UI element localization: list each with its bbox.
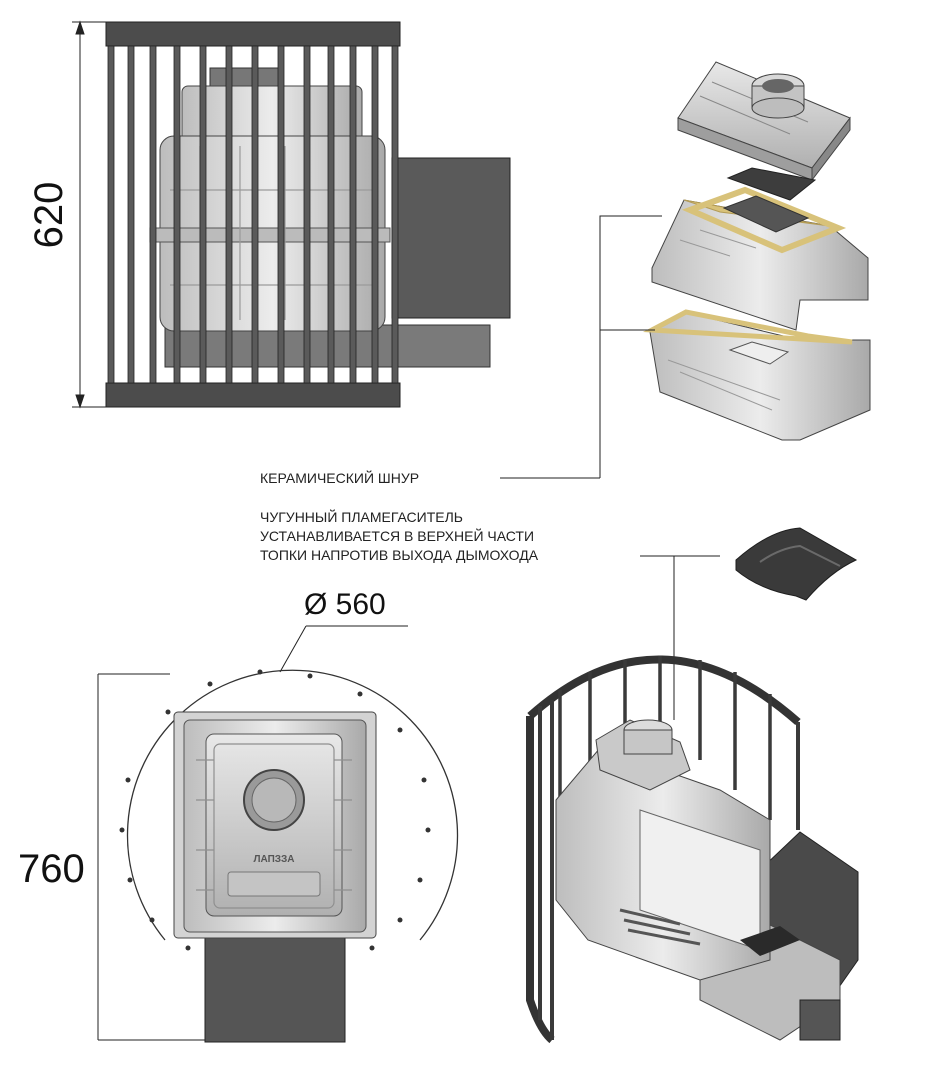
label-flame-damper-line1: ЧУГУННЫЙ ПЛАМЕГАСИТЕЛЬ [260,508,463,525]
grill-rivets [119,669,431,951]
dimension-620-label: 620 [27,182,71,249]
dimension-760 [97,673,205,1041]
tunnel-front-view [204,929,346,1043]
stove-body-perspective [555,719,800,981]
grill-frame-top [105,21,401,47]
round-grill-outline [126,669,459,941]
dimension-620 [72,20,108,409]
grate-bars [619,908,701,946]
dimension-760-label: 760 [18,847,85,891]
ceramic-cord-leader [500,215,662,479]
stove-upper-body [651,186,869,331]
label-flame-damper-line2: УСТАНАВЛИВАЕТСЯ В ВЕРХНЕЙ ЧАСТИ [260,527,534,544]
perspective-view [526,655,859,1044]
top-view: 620 [27,20,511,409]
damper-plate-small [726,167,817,201]
exploded-view [500,61,871,479]
tunnel-bottom-plate [164,324,491,368]
stove-front-face: ЛАПЗЗА [173,711,377,939]
round-grill-front-arc [526,716,555,1044]
grill-bars-front [538,700,800,1040]
ceramic-cord-lower [642,309,853,345]
label-flame-damper-line3: ТОПКИ НАПРОТИВ ВЫХОДА ДЫМОХОДА [260,547,539,563]
round-grill-back-arc [527,655,801,725]
dimension-diameter-leader [279,625,408,673]
cast-iron-flame-damper [735,527,858,601]
ceramic-cord-upper [681,186,847,254]
stove-top-cover [677,61,851,182]
stove-lower-body [642,309,871,441]
dimension-diameter-label: Ø 560 [304,588,386,621]
grill-frame-bottom [105,382,401,408]
label-ceramic-cord: КЕРАМИЧЕСКИЙ ШНУР [260,469,419,486]
front-view: Ø 560 [18,588,459,1043]
tunnel-top-view [391,157,511,319]
door-brand-label: ЛАПЗЗА [253,854,294,865]
grill-bars [107,45,399,384]
